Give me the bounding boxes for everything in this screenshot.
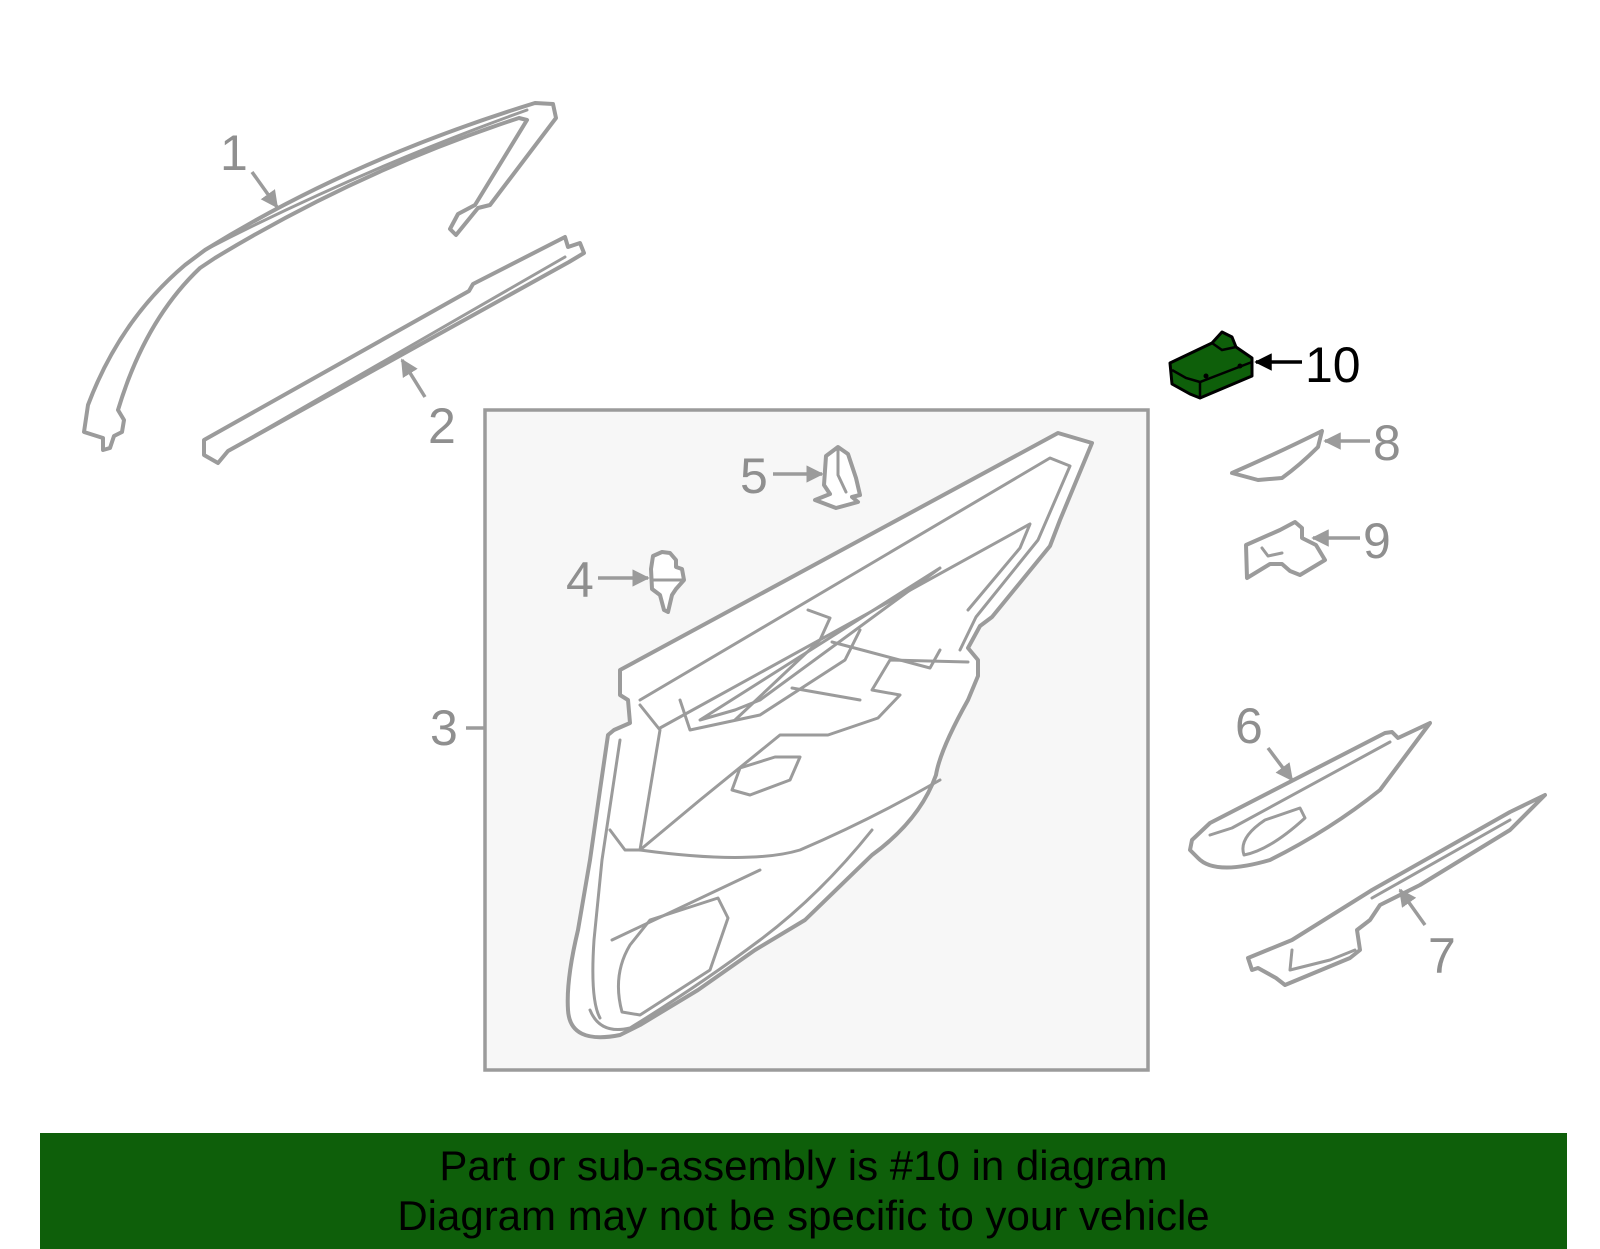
banner-line-1: Part or sub-assembly is #10 in diagram — [439, 1142, 1168, 1189]
part-7-switch-bezel[interactable] — [1246, 793, 1547, 987]
callout-7: 7 — [1428, 928, 1456, 984]
callout-2: 2 — [428, 398, 456, 454]
leader-2 — [400, 358, 427, 398]
callout-5: 5 — [740, 448, 768, 504]
banner-line-2: Diagram may not be specific to your vehi… — [397, 1192, 1210, 1239]
part-4-clip[interactable] — [649, 550, 686, 614]
part-8-trim-pad[interactable] — [1230, 429, 1324, 482]
leader-6 — [1266, 746, 1294, 782]
callout-8: 8 — [1373, 415, 1401, 471]
banner-background — [40, 1133, 1567, 1249]
part-6-pull-handle[interactable] — [1188, 721, 1432, 870]
part-9-bracket[interactable] — [1244, 520, 1327, 580]
leader-7 — [1398, 888, 1427, 927]
callout-4: 4 — [566, 552, 594, 608]
callout-1: 1 — [220, 125, 248, 181]
leader-1 — [250, 170, 279, 209]
callout-10: 10 — [1305, 337, 1361, 393]
callout-3: 3 — [430, 700, 458, 756]
part-5-retainer-clip[interactable] — [813, 445, 862, 510]
callout-9: 9 — [1363, 513, 1391, 569]
part-1-door-frame-moulding[interactable] — [82, 101, 558, 452]
part-2-belt-moulding[interactable] — [202, 235, 586, 465]
part-3-door-trim-panel[interactable] — [565, 431, 1094, 1040]
info-banner: Part or sub-assembly is #10 in diagram D… — [40, 1133, 1567, 1249]
callout-6: 6 — [1235, 698, 1263, 754]
part-10-highlighted-switch[interactable] — [1168, 330, 1254, 400]
